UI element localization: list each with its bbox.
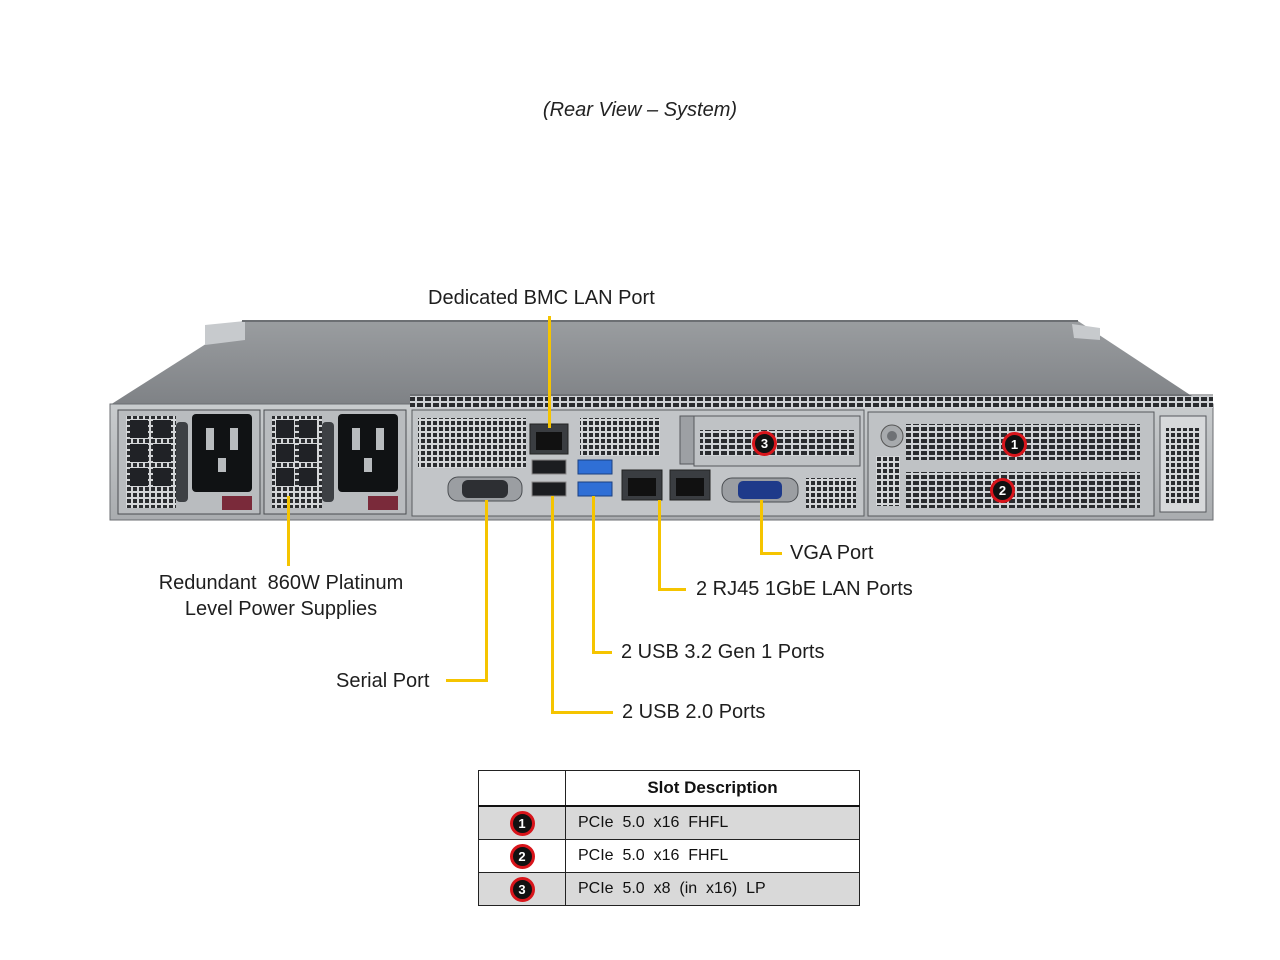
slot-number-cell: 3 <box>478 872 566 906</box>
leader-psu <box>287 496 290 566</box>
slot-3-badge: 3 <box>509 876 535 902</box>
callout-usb3: 2 USB 3.2 Gen 1 Ports <box>621 641 825 663</box>
slot-number-cell: 2 <box>478 839 566 873</box>
slot-2-badge: 2 <box>509 843 535 869</box>
leader-serial-h <box>446 679 488 682</box>
callout-vga: VGA Port <box>790 542 874 564</box>
leader-usb3-h <box>592 651 612 654</box>
slot-description-cell: PCIe 5.0 x16 FHFL <box>565 839 860 873</box>
callout-usb2: 2 USB 2.0 Ports <box>622 701 766 723</box>
table-header-slot-description: Slot Description <box>565 770 860 807</box>
power-supply-1 <box>117 409 261 515</box>
slot-2-marker: 2 <box>990 478 1015 503</box>
chassis-top-cover <box>110 320 1213 416</box>
table-row: 1 PCIe 5.0 x16 FHFL <box>478 805 860 840</box>
callout-bmc-lan: Dedicated BMC LAN Port <box>428 287 655 309</box>
callout-psu: Redundant 860W Platinum Level Power Supp… <box>140 570 422 622</box>
table-row: 3 PCIe 5.0 x8 (in x16) LP <box>478 872 860 906</box>
power-supply-2 <box>263 409 407 515</box>
slot-description-table: Slot Description 1 PCIe 5.0 x16 FHFL 2 P… <box>478 770 860 906</box>
slot-description-cell: PCIe 5.0 x16 FHFL <box>565 805 860 840</box>
serial-port-connector <box>447 476 523 502</box>
leader-usb2 <box>551 496 554 714</box>
slot-1-marker: 1 <box>1002 432 1027 457</box>
leader-rj45 <box>658 500 661 590</box>
slot-number-cell: 1 <box>478 805 566 840</box>
slot-description-cell: PCIe 5.0 x8 (in x16) LP <box>565 872 860 906</box>
callout-psu-line1: Redundant 860W Platinum <box>158 572 404 594</box>
view-title: (Rear View – System) <box>542 99 738 121</box>
leader-vga <box>760 500 763 554</box>
table-header-blank <box>478 770 566 807</box>
slot-1-badge: 1 <box>509 810 535 836</box>
table-row: 2 PCIe 5.0 x16 FHFL <box>478 839 860 873</box>
leader-vga-h <box>760 552 782 555</box>
callout-psu-line2: Level Power Supplies <box>184 598 378 620</box>
leader-bmc-lan <box>548 316 551 428</box>
callout-serial: Serial Port <box>336 670 430 692</box>
table-header-row: Slot Description <box>478 770 860 807</box>
leader-usb3 <box>592 496 595 653</box>
leader-serial <box>485 500 488 682</box>
leader-usb2-h <box>551 711 613 714</box>
vga-port-connector <box>721 477 799 503</box>
callout-rj45: 2 RJ45 1GbE LAN Ports <box>696 578 913 600</box>
leader-rj45-h <box>658 588 686 591</box>
slot-3-marker: 3 <box>752 431 777 456</box>
